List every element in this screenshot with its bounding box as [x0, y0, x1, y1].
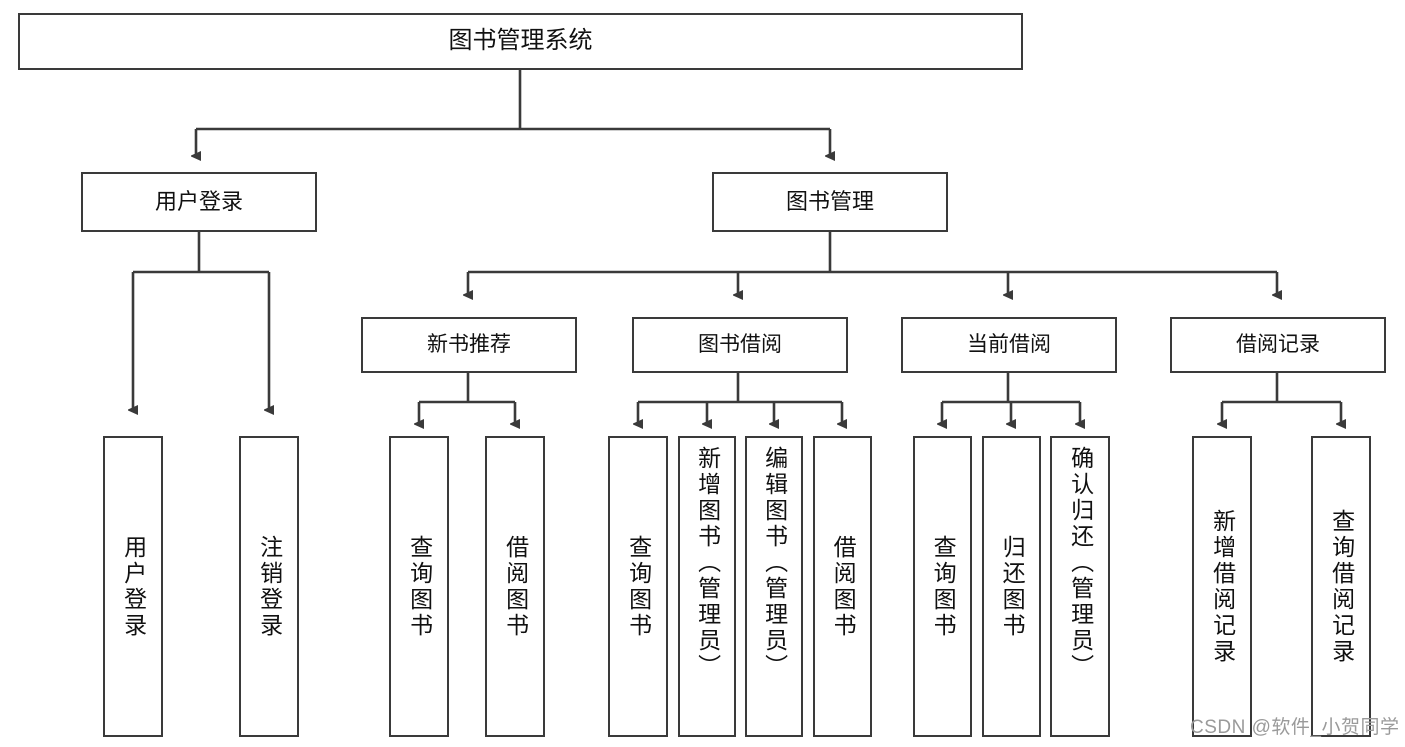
leaf-query-book-recommend-label: 查询图书 [406, 534, 433, 639]
leaf-query-borrow-record[interactable]: 查询借阅记录 [1311, 436, 1371, 737]
leaf-borrow-book[interactable]: 借阅图书 [813, 436, 872, 737]
node-book-borrow-label: 图书借阅 [698, 332, 782, 356]
leaf-user-login[interactable]: 用户登录 [103, 436, 163, 737]
leaf-confirm-return-admin[interactable]: 确认归还（管理员） [1050, 436, 1110, 737]
node-current-borrow-label: 当前借阅 [967, 332, 1051, 356]
node-book-borrow[interactable]: 图书借阅 [632, 317, 848, 373]
leaf-return-book-label: 归还图书 [999, 534, 1026, 639]
leaf-borrow-book-label: 借阅图书 [830, 534, 857, 639]
node-new-book-recommend-label: 新书推荐 [427, 332, 511, 356]
node-user-login[interactable]: 用户登录 [81, 172, 317, 232]
leaf-logout-label: 注销登录 [256, 534, 283, 639]
node-user-login-label: 用户登录 [154, 189, 243, 215]
node-book-manage-label: 图书管理 [785, 189, 874, 215]
leaf-query-book-recommend[interactable]: 查询图书 [389, 436, 449, 737]
leaf-query-borrow-record-label: 查询借阅记录 [1328, 508, 1355, 665]
leaf-add-borrow-record[interactable]: 新增借阅记录 [1192, 436, 1252, 737]
csdn-watermark: CSDN @软件_小贺同学 [1190, 717, 1400, 738]
leaf-borrow-book-recommend-label: 借阅图书 [502, 534, 529, 639]
node-book-manage[interactable]: 图书管理 [712, 172, 948, 232]
leaf-confirm-return-admin-label: 确认归还（管理员） [1067, 446, 1094, 680]
leaf-add-borrow-record-label: 新增借阅记录 [1209, 508, 1236, 665]
leaf-query-book-current[interactable]: 查询图书 [913, 436, 972, 737]
leaf-logout[interactable]: 注销登录 [239, 436, 299, 737]
node-current-borrow[interactable]: 当前借阅 [901, 317, 1117, 373]
node-borrow-record[interactable]: 借阅记录 [1170, 317, 1386, 373]
node-root-label: 图书管理系统 [448, 27, 593, 55]
leaf-edit-book-admin[interactable]: 编辑图书（管理员） [745, 436, 803, 737]
node-borrow-record-label: 借阅记录 [1236, 332, 1320, 356]
leaf-borrow-book-recommend[interactable]: 借阅图书 [485, 436, 545, 737]
node-new-book-recommend[interactable]: 新书推荐 [361, 317, 577, 373]
leaf-add-book-admin-label: 新增图书（管理员） [694, 446, 721, 680]
leaf-user-login-label: 用户登录 [120, 534, 147, 639]
node-root[interactable]: 图书管理系统 [18, 13, 1023, 70]
leaf-edit-book-admin-label: 编辑图书（管理员） [761, 446, 788, 680]
leaf-query-book-borrow[interactable]: 查询图书 [608, 436, 668, 737]
leaf-add-book-admin[interactable]: 新增图书（管理员） [678, 436, 736, 737]
leaf-query-book-current-label: 查询图书 [930, 534, 957, 639]
leaf-query-book-borrow-label: 查询图书 [625, 534, 652, 639]
leaf-return-book[interactable]: 归还图书 [982, 436, 1041, 737]
